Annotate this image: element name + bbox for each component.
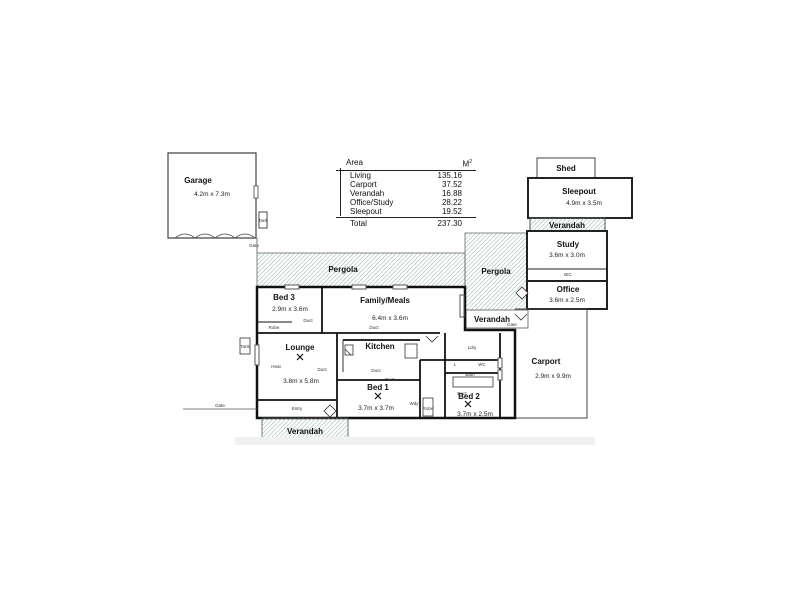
area-header-label: Area (346, 158, 363, 167)
verandah-front-name: Verandah (287, 427, 323, 436)
bed2-name: Bed 2 (458, 392, 480, 401)
light-marker-icons (296, 353, 472, 408)
gate-garage-label: Gate (249, 243, 259, 248)
garage-name: Garage (184, 176, 212, 185)
lounge-size: 3.8m x 5.8m (283, 378, 319, 385)
carport-size: 2.9m x 9.9m (535, 373, 571, 380)
sleepout-size: 4.9m x 3.5m (566, 200, 602, 207)
office-size: 3.6m x 2.5m (549, 297, 585, 304)
bed1-name: Bed 1 (367, 383, 389, 392)
windows (254, 284, 503, 381)
duct-kitchen: Duct (371, 368, 381, 373)
study-size: 3.6m x 3.0m (549, 252, 585, 259)
bed2-size: 3.7m x 2.5m (457, 411, 493, 418)
garage-size: 4.2m x 7.3m (194, 191, 230, 198)
sleepout (527, 177, 633, 219)
tank2-label: Tank (240, 344, 250, 349)
lounge-name: Lounge (286, 343, 315, 352)
laundry-label: Ldry (468, 345, 478, 350)
entry-label: Entry (292, 406, 303, 411)
sleepout-name: Sleepout (562, 187, 596, 196)
study-name: Study (557, 240, 580, 249)
duct-bed3: Duct (303, 318, 313, 323)
office-name: Office (557, 285, 580, 294)
duct-bed1: Duct (385, 377, 395, 382)
gate-side-label: Gate (507, 322, 517, 327)
verandah-top-name: Verandah (549, 221, 585, 230)
carport-name: Carport (532, 357, 561, 366)
family-size: 6.4m x 3.6m (372, 315, 408, 322)
robe-label: Robe (269, 325, 280, 330)
robe-bed1-label: Robe (423, 406, 434, 411)
bath-label: Bath (465, 372, 475, 377)
internal-walls (257, 287, 501, 418)
wardrobe-label: Wdy (410, 401, 420, 406)
house-walls (255, 285, 517, 420)
duct-lounge: Duct (317, 367, 327, 372)
family-name: Family/Meals (360, 296, 410, 305)
verandah-side-name: Verandah (474, 315, 510, 324)
kitchen-name: Kitchen (365, 342, 394, 351)
tank1-label: Tank (258, 218, 268, 223)
pergola-side-name: Pergola (481, 267, 511, 276)
pergola-main-name: Pergola (328, 265, 358, 274)
wc-label: WC (478, 362, 486, 367)
bed3-name: Bed 3 (273, 293, 295, 302)
bed1-size: 3.7m x 3.7m (358, 405, 394, 412)
duct-bed2: Duct (457, 391, 467, 396)
shed-name: Shed (556, 164, 576, 173)
bed3-size: 2.9m x 3.6m (272, 306, 308, 313)
area-table-header: Area M2 (336, 158, 476, 171)
gate-front-label: Gate (215, 403, 225, 408)
office (526, 280, 608, 310)
bic-label: BIC (564, 272, 572, 277)
doors (323, 313, 528, 418)
duct-family: Duct (369, 325, 379, 330)
carport (515, 308, 588, 419)
pergola-main (256, 252, 466, 288)
area-header-unit: M2 (462, 159, 472, 169)
linen-label: L (454, 362, 457, 367)
heat-label: Heat (271, 364, 281, 369)
